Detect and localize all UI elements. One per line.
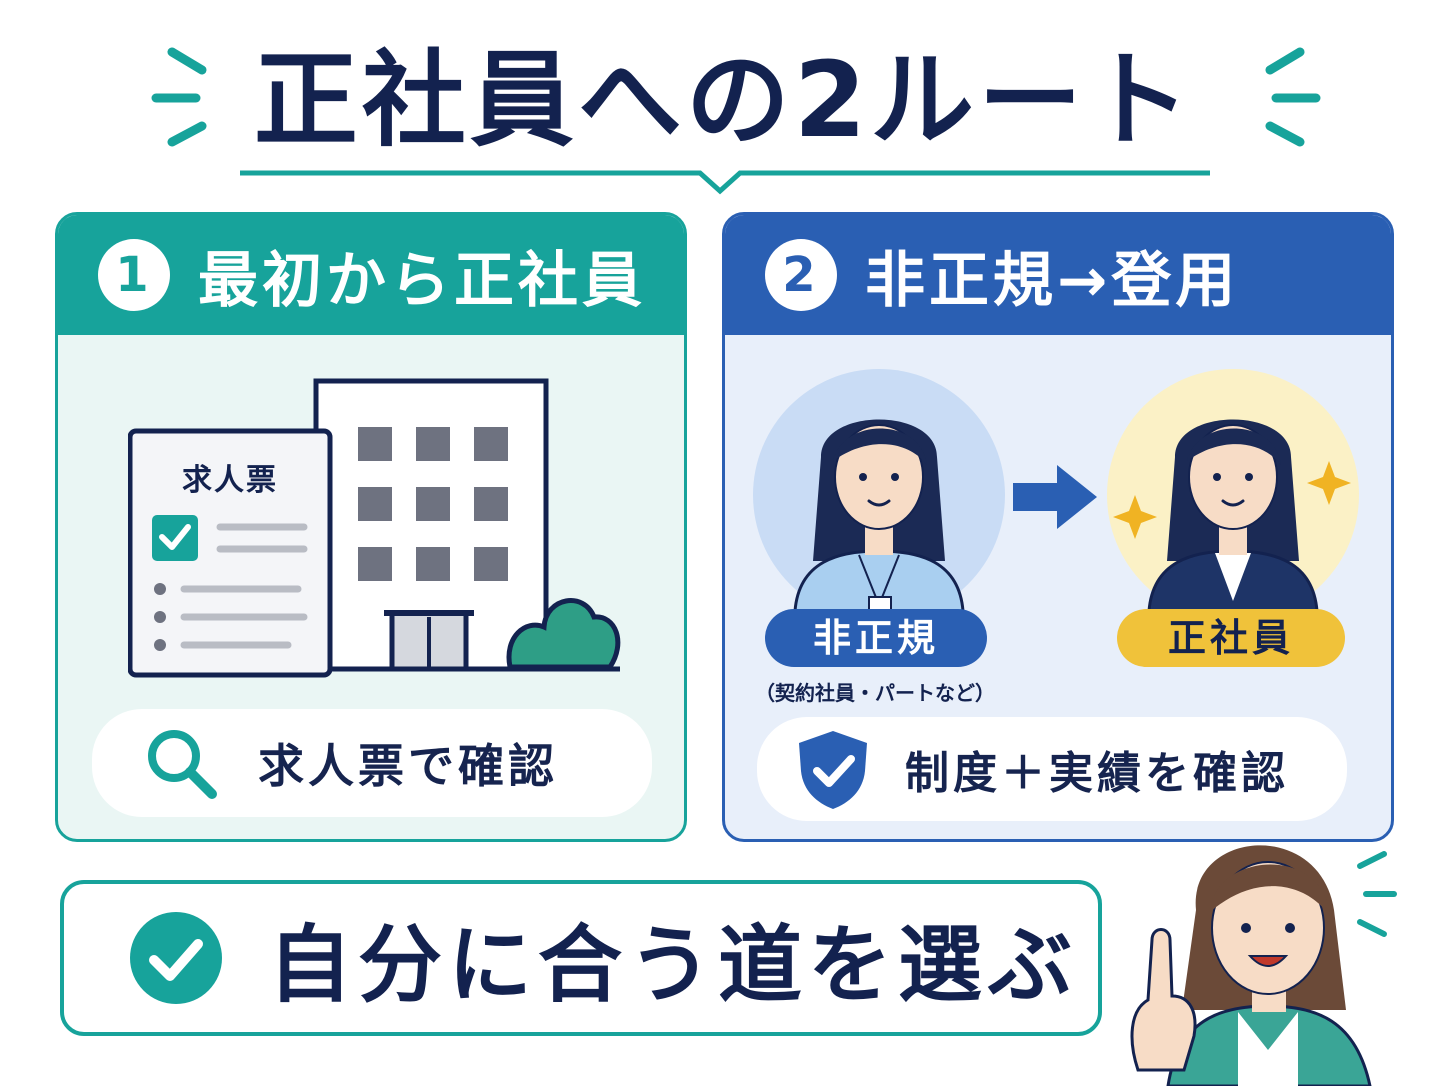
from-note: （契約社員・パートなど） — [755, 681, 995, 705]
route2-check-pill: 制度＋実績を確認 — [757, 717, 1347, 821]
page-title: 正社員への2ルート — [253, 39, 1195, 161]
check-circle-icon — [130, 912, 222, 1004]
building-icon — [313, 378, 549, 672]
title-underline — [240, 170, 1210, 195]
route2-check-label: 制度＋実績を確認 — [905, 748, 1289, 799]
document-label: 求人票 — [182, 463, 278, 498]
sparkle-icon — [1113, 461, 1351, 539]
route1-header: 1 最初から正社員 — [58, 215, 684, 335]
guide-woman-illustration — [1130, 845, 1397, 1086]
bush-icon — [506, 598, 621, 672]
building-illustration — [128, 378, 621, 678]
route2-panel: 2 非正規→登用 非正規 （契約社員・パートなど） 正社員 — [722, 212, 1394, 842]
sparkle-lines-right-icon — [1265, 47, 1321, 147]
to-label: 正社員 — [1117, 609, 1345, 667]
route1-number: 1 — [98, 239, 170, 311]
from-label: 非正規 — [765, 609, 987, 667]
search-icon — [148, 730, 217, 799]
route2-heading: 非正規→登用 — [865, 245, 1240, 316]
emphasis-lines-icon — [1357, 851, 1397, 937]
bottom-message-box: 自分に合う道を選ぶ — [60, 880, 1102, 1036]
arrow-right-icon — [1013, 465, 1097, 529]
document-icon — [128, 428, 333, 678]
route2-number: 2 — [765, 239, 837, 311]
person-nonregular-icon — [753, 369, 1005, 621]
route1-check-pill: 求人票で確認 — [92, 709, 652, 817]
bottom-message: 自分に合う道を選ぶ — [268, 915, 1079, 1014]
checkbox-icon — [152, 515, 198, 561]
route1-heading: 最初から正社員 — [198, 245, 646, 316]
route2-header: 2 非正規→登用 — [725, 215, 1391, 335]
sparkle-lines-left-icon — [151, 47, 207, 147]
person-regular-icon — [1107, 369, 1359, 621]
route1-panel: 1 最初から正社員 — [55, 212, 687, 842]
shield-check-icon — [799, 731, 867, 809]
route1-check-label: 求人票で確認 — [258, 739, 558, 793]
pointing-hand-icon — [1130, 928, 1197, 1072]
